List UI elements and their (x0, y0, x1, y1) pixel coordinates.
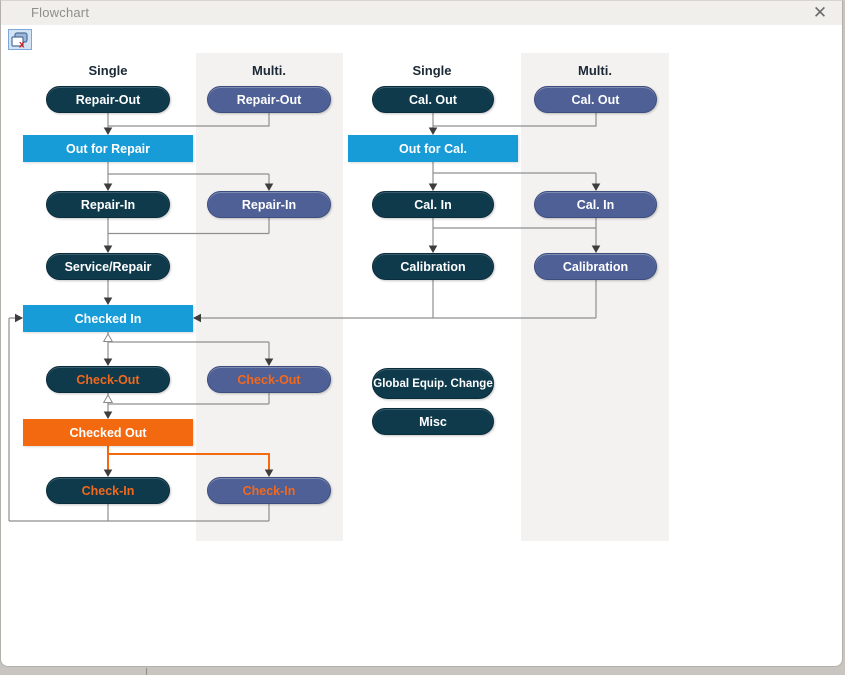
node-cal-out-single[interactable]: Cal. Out (372, 86, 494, 113)
node-checked-out[interactable]: Checked Out (23, 419, 193, 446)
close-flowchart-button[interactable]: x (8, 29, 32, 50)
arrowheads-open (102, 332, 114, 403)
node-global-equip-change[interactable]: Global Equip. Change (372, 368, 494, 399)
node-check-in-multi[interactable]: Check-In (207, 477, 331, 504)
column-header-single-cal: Single (412, 63, 452, 78)
node-check-out-single[interactable]: Check-Out (46, 366, 170, 393)
node-checked-in[interactable]: Checked In (23, 305, 193, 332)
node-repair-in-multi[interactable]: Repair-In (207, 191, 331, 218)
node-repair-in-single[interactable]: Repair-In (46, 191, 170, 218)
node-calibration-multi[interactable]: Calibration (534, 253, 657, 280)
title-bar[interactable]: Flowchart ✕ (1, 1, 842, 25)
node-cal-in-multi[interactable]: Cal. In (534, 191, 657, 218)
node-repair-out-multi[interactable]: Repair-Out (207, 86, 331, 113)
node-cal-out-multi[interactable]: Cal. Out (534, 86, 657, 113)
window-title: Flowchart (31, 5, 90, 20)
multi-column-band-right (521, 53, 669, 541)
connector-lines-orange (107, 446, 270, 474)
arrowheads-filled (15, 127, 601, 477)
node-misc[interactable]: Misc (372, 408, 494, 435)
node-check-out-multi[interactable]: Check-Out (207, 366, 331, 393)
background-window-divider (146, 668, 147, 675)
close-icon[interactable]: ✕ (812, 3, 828, 22)
node-out-for-cal[interactable]: Out for Cal. (348, 135, 518, 162)
node-calibration-single[interactable]: Calibration (372, 253, 494, 280)
window-close-icon: x (11, 31, 28, 48)
node-cal-in-single[interactable]: Cal. In (372, 191, 494, 218)
svg-text:x: x (19, 39, 25, 48)
node-repair-out-single[interactable]: Repair-Out (46, 86, 170, 113)
node-check-in-single[interactable]: Check-In (46, 477, 170, 504)
column-header-multi-repair: Multi. (252, 63, 286, 78)
node-service-repair[interactable]: Service/Repair (46, 253, 170, 280)
column-header-single-repair: Single (88, 63, 128, 78)
column-header-multi-cal: Multi. (578, 63, 612, 78)
node-out-for-repair[interactable]: Out for Repair (23, 135, 193, 162)
